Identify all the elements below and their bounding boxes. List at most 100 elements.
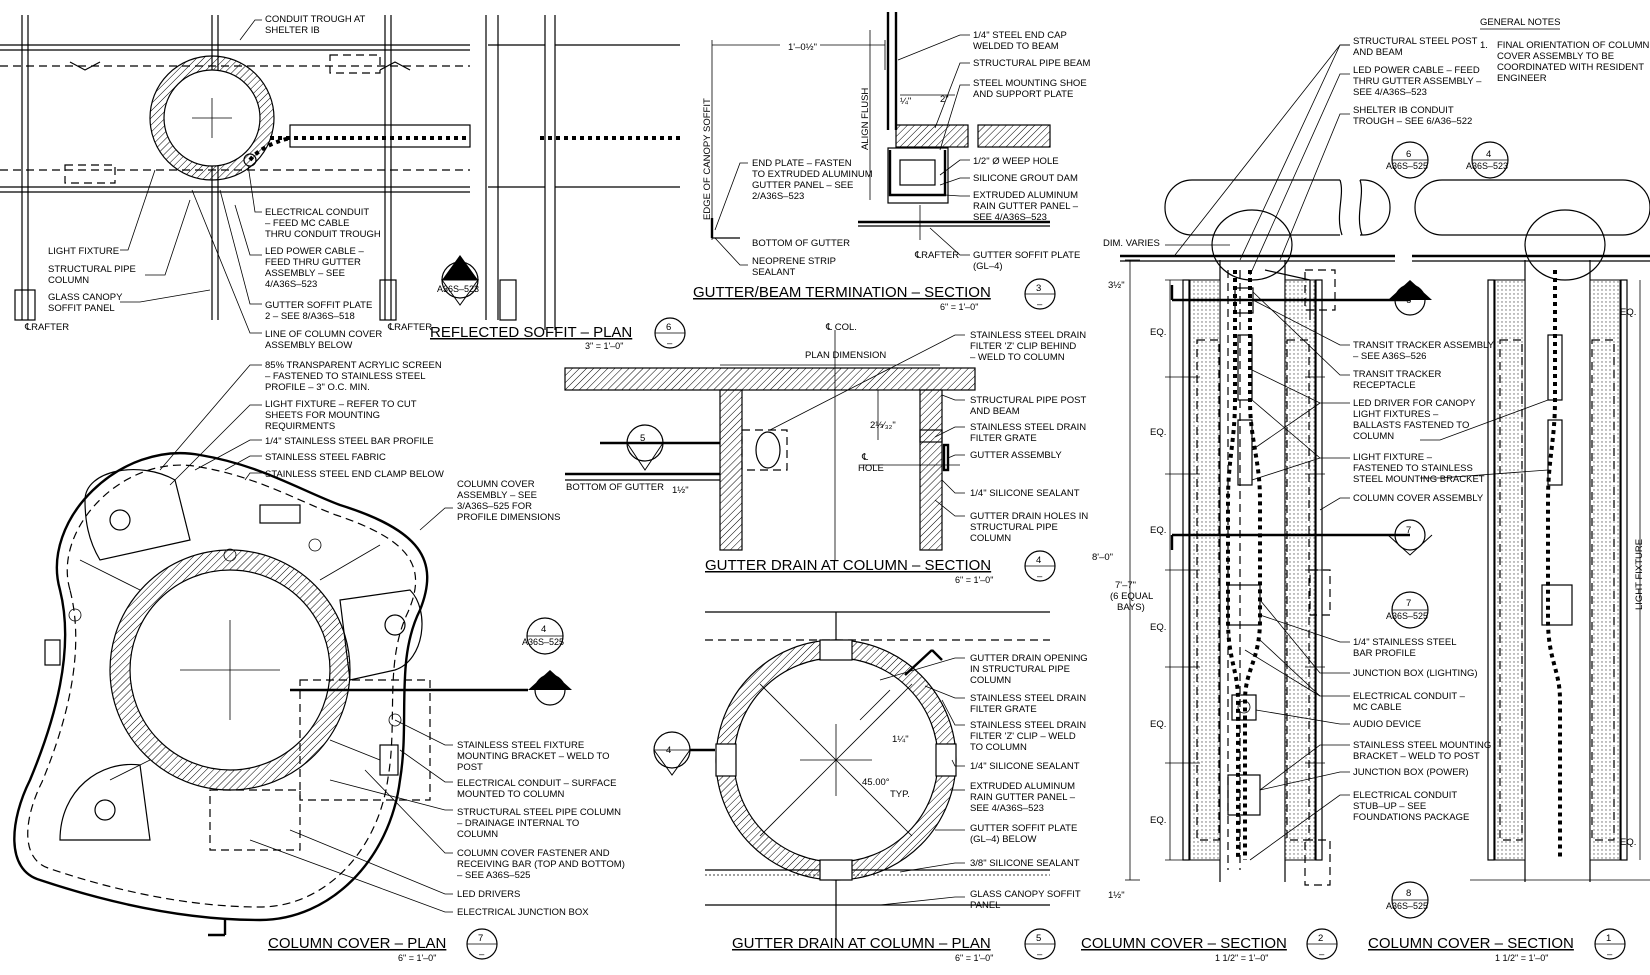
cover-plan-callout: LED DRIVERS: [457, 889, 520, 900]
eq-label: EQ.: [1150, 525, 1166, 536]
drain-plan-callout: IN STRUCTURAL PIPE: [970, 664, 1070, 675]
detail-scale: 6" = 1'–0": [955, 575, 993, 585]
detail-title: GUTTER DRAIN AT COLUMN – SECTION: [705, 557, 991, 574]
eq-label: EQ.: [1620, 307, 1636, 318]
soffit-callout: ELECTRICAL CONDUIT: [265, 207, 369, 218]
drain-section-callout: AND BEAM: [970, 406, 1020, 417]
marker-ref: A36S–525: [1386, 901, 1428, 911]
cover-section-callout: FASTENED TO STAINLESS: [1353, 463, 1473, 474]
gutter-beam-callout: BOTTOM OF GUTTER: [752, 238, 850, 249]
column-cover-section-2-text: STRUCTURAL STEEL POST AND BEAM LED POWER…: [1092, 36, 1508, 911]
soffit-callout: SOFFIT PANEL: [48, 303, 115, 314]
gutter-beam-section: [710, 12, 1051, 240]
gutter-drain-plan-title-block: GUTTER DRAIN AT COLUMN – PLAN 6" = 1'–0"…: [732, 928, 1056, 963]
gutter-beam-callout: SEALANT: [752, 267, 795, 278]
rafter-label: ℄RAFTER: [24, 322, 69, 333]
badge-number: 3: [1036, 283, 1041, 294]
cover-plan-callout: COLUMN: [457, 829, 498, 840]
drain-section-callout: STRUCTURAL PIPE: [970, 522, 1058, 533]
drain-section-callout: STAINLESS STEEL DRAIN: [970, 422, 1086, 433]
notes-heading: GENERAL NOTES: [1480, 17, 1560, 28]
note-line: COVER ASSEMBLY TO BE: [1497, 51, 1614, 62]
drain-plan-callout: STAINLESS STEEL DRAIN: [970, 720, 1086, 731]
soffit-callout: CONDUIT TROUGH AT: [265, 14, 365, 25]
cover-section-callout: LED DRIVER FOR CANOPY: [1353, 398, 1476, 409]
drain-plan-callout: EXTRUDED ALUMINUM: [970, 781, 1075, 792]
drain-section-callout: STRUCTURAL PIPE POST: [970, 395, 1087, 406]
drain-plan-callout: GLASS CANOPY SOFFIT: [970, 889, 1081, 900]
cover-section-callout: COLUMN COVER ASSEMBLY: [1353, 493, 1484, 504]
gutter-beam-callout: TO EXTRUDED ALUMINUM: [752, 169, 873, 180]
drain-section-callout: GUTTER ASSEMBLY: [970, 450, 1062, 461]
gutter-drain-plan-text: 4 45.00° TYP. 1¼" GUTTER DRAIN OPENING I…: [666, 653, 1088, 911]
note-line: FINAL ORIENTATION OF COLUMN: [1497, 40, 1649, 51]
dimension-label: 1½": [672, 485, 689, 496]
column-cover-section-2: [1120, 141, 1509, 919]
gutter-drain-section: [564, 330, 976, 560]
column-cover-section-1-title-block: COLUMN COVER – SECTION 1 1/2" = 1'–0" 1 …: [1368, 928, 1626, 963]
general-notes: GENERAL NOTES 1. FINAL ORIENTATION OF CO…: [1480, 17, 1649, 84]
drain-plan-callout: GUTTER DRAIN OPENING: [970, 653, 1088, 664]
marker-number: 7: [1406, 525, 1411, 536]
note-line: ENGINEER: [1497, 73, 1547, 84]
cover-section-callout: ELECTRICAL CONDUIT: [1353, 790, 1457, 801]
dimension-label: PLAN DIMENSION: [805, 350, 886, 361]
rafter-label: ℄RAFTER: [914, 250, 959, 261]
cover-section-callout: STUB–UP – SEE: [1353, 801, 1426, 812]
cover-plan-callout: PROFILE – 3" O.C. MIN.: [265, 382, 370, 393]
gutter-drain-section-text: ℄ COL. PLAN DIMENSION 2⅓⁄₃₂" ℄ HOLE BOTT…: [566, 322, 1088, 544]
column-cover-section-2-leaders: [1174, 44, 1350, 861]
drain-plan-callout: STAINLESS STEEL DRAIN: [970, 693, 1086, 704]
detail-title: GUTTER DRAIN AT COLUMN – PLAN: [732, 935, 991, 952]
badge-number: 5: [1036, 933, 1041, 944]
soffit-callout: GUTTER SOFFIT PLATE: [265, 300, 372, 311]
eq-label: EQ.: [1150, 719, 1166, 730]
marker-number: 7: [1406, 598, 1411, 609]
gutter-beam-callout: 2/A36S–523: [752, 191, 804, 202]
eq-label: EQ.: [1150, 427, 1166, 438]
drain-plan-callout: (GL–4) BELOW: [970, 834, 1037, 845]
drain-section-callout: GUTTER DRAIN HOLES IN: [970, 511, 1088, 522]
gutter-beam-callout: GUTTER SOFFIT PLATE: [973, 250, 1080, 261]
cover-section-callout: MC CABLE: [1353, 702, 1402, 713]
gutter-beam-title-block: GUTTER/BEAM TERMINATION – SECTION 6" = 1…: [693, 278, 1056, 312]
cover-plan-callout: COLUMN COVER: [457, 479, 535, 490]
dimension-label: ¼": [900, 96, 911, 107]
cover-section-callout: TRANSIT TRACKER: [1353, 369, 1441, 380]
cover-section-callout: BALLASTS FASTENED TO: [1353, 420, 1469, 431]
drain-plan-callout: SEE 4/A36S–523: [970, 803, 1044, 814]
badge-number: 6: [666, 322, 671, 333]
bay-label: (6 EQUAL: [1110, 591, 1153, 602]
eq-label: EQ.: [1620, 837, 1636, 848]
soffit-callout: STRUCTURAL PIPE: [48, 264, 136, 275]
detail-scale: 3" = 1'–0": [585, 341, 623, 351]
gutter-beam-text: 1'–0½" EDGE OF CANOPY SOFFIT ALIGN FLUSH…: [702, 30, 1090, 278]
note-line: COORDINATED WITH RESIDENT: [1497, 62, 1644, 73]
cover-section-callout: LIGHT FIXTURES –: [1353, 409, 1439, 420]
soffit-section-marker: 4 A36S–523: [437, 255, 479, 306]
centerline-label: ℄: [861, 452, 869, 463]
badge-dash: –: [1037, 571, 1043, 582]
cover-plan-callout: LIGHT FIXTURE – REFER TO CUT: [265, 399, 417, 410]
cover-section-callout: THRU GUTTER ASSEMBLY –: [1353, 76, 1482, 87]
eq-label: EQ.: [1150, 622, 1166, 633]
soffit-callout: SHELTER IB: [265, 25, 320, 36]
cover-plan-callout: STAINLESS STEEL END CLAMP BELOW: [265, 469, 444, 480]
detail-title: COLUMN COVER – SECTION: [1368, 935, 1574, 952]
reflected-soffit-plan: [0, 15, 680, 330]
soffit-callout: 2 – SEE 8/A36S–518: [265, 311, 355, 322]
align-label: ALIGN FLUSH: [860, 88, 871, 150]
gutter-beam-callout: NEOPRENE STRIP: [752, 256, 836, 267]
cover-plan-callout: – DRAINAGE INTERNAL TO: [457, 818, 579, 829]
rafter-label: ℄RAFTER: [387, 322, 432, 333]
cover-plan-callout: RECEIVING BAR (TOP AND BOTTOM): [457, 859, 625, 870]
gutter-beam-callout: 1/4" STEEL END CAP: [973, 30, 1067, 41]
gutter-drain-section-leaders: [769, 334, 965, 517]
cover-section-callout: RECEPTACLE: [1353, 380, 1416, 391]
gutter-drain-plan-leaders: [879, 657, 965, 906]
gutter-beam-callout: WELDED TO BEAM: [973, 41, 1059, 52]
badge-dash: –: [1607, 949, 1613, 960]
soffit-callout: 4/A36S–523: [265, 279, 317, 290]
eq-label: EQ.: [1150, 815, 1166, 826]
cover-plan-callout: – SEE A36S–525: [457, 870, 530, 881]
